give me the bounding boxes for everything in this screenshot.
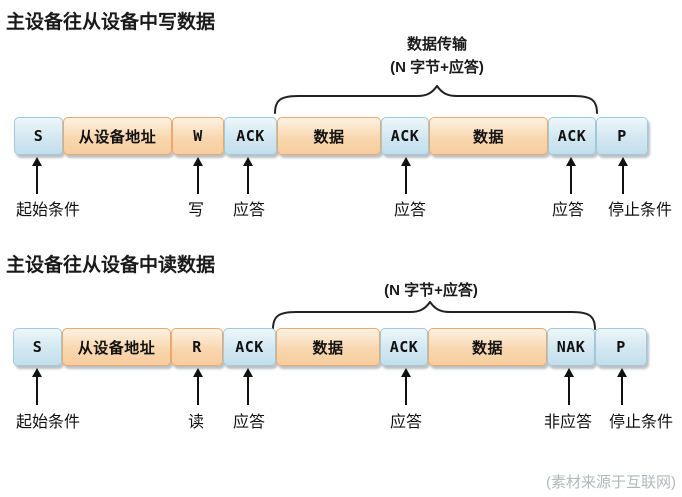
up-arrow-icon <box>616 368 628 405</box>
write-box-ack-1: ACK <box>224 117 277 155</box>
write-callout-stop-condition: 停止条件 <box>607 202 673 219</box>
read-brace-label: (N 字节+应答) <box>384 282 478 299</box>
read-box-slave-address: 从设备地址 <box>62 328 171 366</box>
write-box-ack-2: ACK <box>381 117 429 155</box>
read-section-title: 主设备往从设备中读数据 <box>6 255 216 276</box>
write-callout-start-condition: 起始条件 <box>15 202 81 219</box>
write-callout-ack-1: 应答 <box>232 202 266 219</box>
read-box-data-1: 数据 <box>276 328 380 366</box>
up-arrow-icon <box>400 368 412 405</box>
up-arrow-icon <box>617 157 629 194</box>
write-box-data-1: 数据 <box>277 117 381 155</box>
read-box-data-2: 数据 <box>428 328 547 366</box>
read-box-start: S <box>13 328 62 366</box>
up-arrow-icon <box>400 157 412 194</box>
brace-icon <box>272 301 596 330</box>
write-box-w: W <box>172 117 224 155</box>
brace-icon <box>274 85 598 114</box>
read-callout-nak: 非应答 <box>543 414 593 431</box>
read-callout-ack-2: 应答 <box>389 414 423 431</box>
read-box-r: R <box>171 328 223 366</box>
read-sequence-row: S 从设备地址 R ACK 数据 ACK 数据 NAK P <box>13 328 647 366</box>
read-callout-start-condition: 起始条件 <box>15 414 81 431</box>
write-brace-label-line1: 数据传输 <box>406 36 468 53</box>
write-callout-ack-2: 应答 <box>393 202 427 219</box>
source-credit: (素材来源于互联网) <box>546 474 676 491</box>
read-callout-ack-1: 应答 <box>232 414 266 431</box>
read-callout-read: 读 <box>187 414 205 431</box>
write-box-slave-address: 从设备地址 <box>63 117 172 155</box>
read-box-ack-2: ACK <box>380 328 428 366</box>
up-arrow-icon <box>242 368 254 405</box>
up-arrow-icon <box>192 368 204 405</box>
write-callout-ack-3: 应答 <box>551 202 585 219</box>
up-arrow-icon <box>31 157 43 194</box>
write-sequence-row: S 从设备地址 W ACK 数据 ACK 数据 ACK P <box>14 117 648 155</box>
up-arrow-icon <box>31 368 43 405</box>
read-box-stop: P <box>595 328 647 366</box>
write-section-title: 主设备往从设备中写数据 <box>6 12 216 33</box>
write-box-start: S <box>14 117 63 155</box>
up-arrow-icon <box>565 157 577 194</box>
write-box-stop: P <box>596 117 648 155</box>
up-arrow-icon <box>563 368 575 405</box>
write-callout-write: 写 <box>187 202 205 219</box>
write-brace-label-line2: (N 字节+应答) <box>390 59 484 76</box>
read-box-ack-1: ACK <box>223 328 276 366</box>
up-arrow-icon <box>242 157 254 194</box>
read-box-nak: NAK <box>547 328 595 366</box>
write-box-ack-3: ACK <box>548 117 596 155</box>
write-box-data-2: 数据 <box>429 117 548 155</box>
read-callout-stop-condition: 停止条件 <box>608 414 674 431</box>
up-arrow-icon <box>192 157 204 194</box>
